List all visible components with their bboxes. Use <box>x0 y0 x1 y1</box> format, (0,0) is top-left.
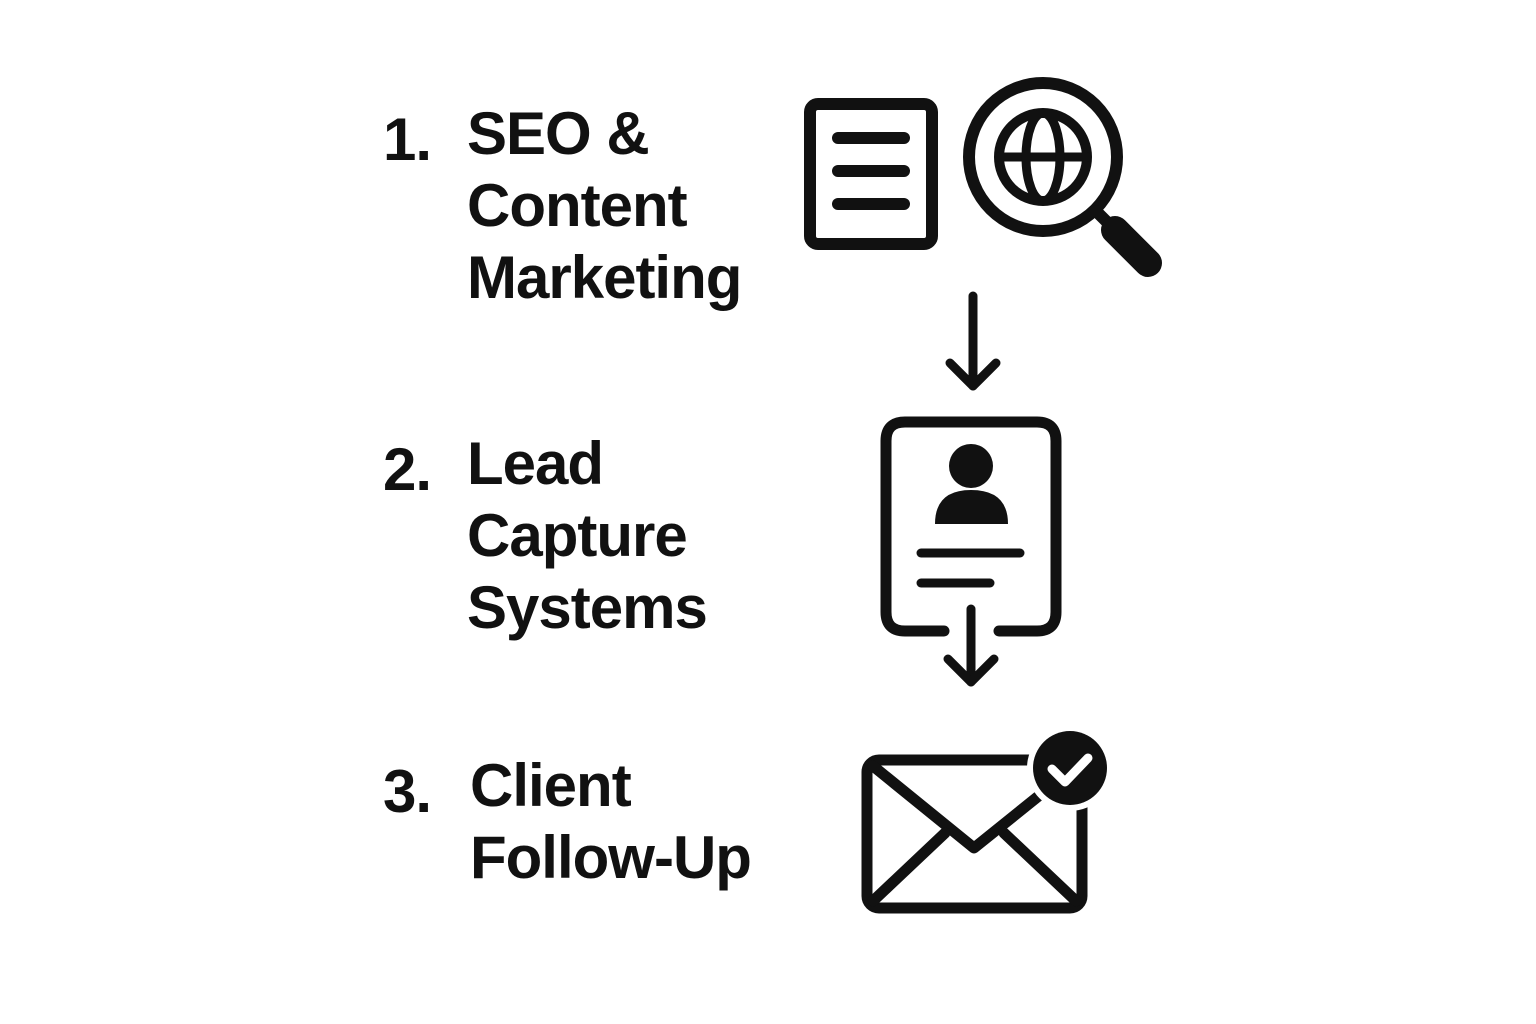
step-1-number: 1. <box>383 106 432 173</box>
step-1-title-line-2: Content <box>467 172 688 239</box>
lead-form-icon <box>880 416 1062 637</box>
step-1-title-line-1: SEO & <box>467 100 650 167</box>
check-icon <box>1047 753 1093 787</box>
step-1-title-line-3: Marketing <box>467 244 742 311</box>
step-3-number: 3. <box>383 758 432 825</box>
step-2-number: 2. <box>383 436 432 503</box>
step-2-title-line-2: Capture <box>467 502 688 569</box>
arrow-down-2 <box>943 604 999 687</box>
document-icon <box>804 98 938 250</box>
arrow-down-1 <box>945 291 1001 391</box>
step-2-title: Lead Capture Systems <box>467 428 708 644</box>
step-3-title-line-1: Client <box>470 752 632 819</box>
step-2-title-line-3: Systems <box>467 574 708 641</box>
step-1-title: SEO & Content Marketing <box>467 98 742 314</box>
check-badge <box>1033 731 1107 805</box>
avatar-head <box>949 444 993 488</box>
globe-search-icon <box>963 77 1162 277</box>
email-check-icon <box>861 725 1113 914</box>
step-3-title: Client Follow-Up <box>470 750 752 894</box>
avatar-shoulders <box>935 490 1008 524</box>
step-3-title-line-2: Follow-Up <box>470 824 752 891</box>
step-2-title-line-1: Lead <box>467 430 604 497</box>
